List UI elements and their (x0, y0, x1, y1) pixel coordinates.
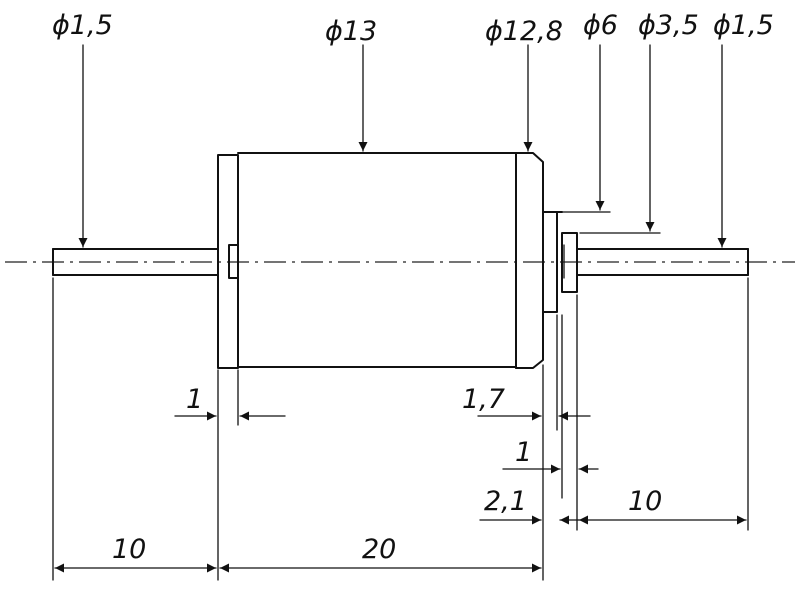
dimension-lines (54, 411, 747, 573)
diameter-label-boss: ϕ6 (583, 10, 618, 41)
right-shaft (576, 248, 749, 276)
length-label-collar-offset: 2,1 (484, 486, 527, 517)
left-shaft (52, 248, 219, 276)
diameter-label-shaft-left: ϕ1,5 (52, 10, 113, 41)
diameter-label-collar: ϕ3,5 (638, 10, 699, 41)
length-label-left-cap: 1 (186, 384, 203, 415)
length-label-body: 20 (362, 534, 396, 565)
diameter-label-body: ϕ13 (325, 16, 377, 47)
diameter-label-end-cap: ϕ12,8 (485, 16, 563, 47)
right-end-cap (515, 152, 544, 369)
length-label-shaft-left: 10 (112, 534, 146, 565)
collar (561, 232, 578, 293)
motor-body (237, 152, 517, 368)
extension-lines (52, 211, 749, 581)
boss (542, 211, 563, 313)
diameter-leaders (78, 44, 727, 248)
length-label-shaft-right: 10 (628, 486, 662, 517)
length-label-boss-step: 1,7 (462, 384, 505, 415)
length-label-collar-width: 1 (515, 437, 532, 468)
diameter-label-shaft-right: ϕ1,5 (713, 10, 774, 41)
